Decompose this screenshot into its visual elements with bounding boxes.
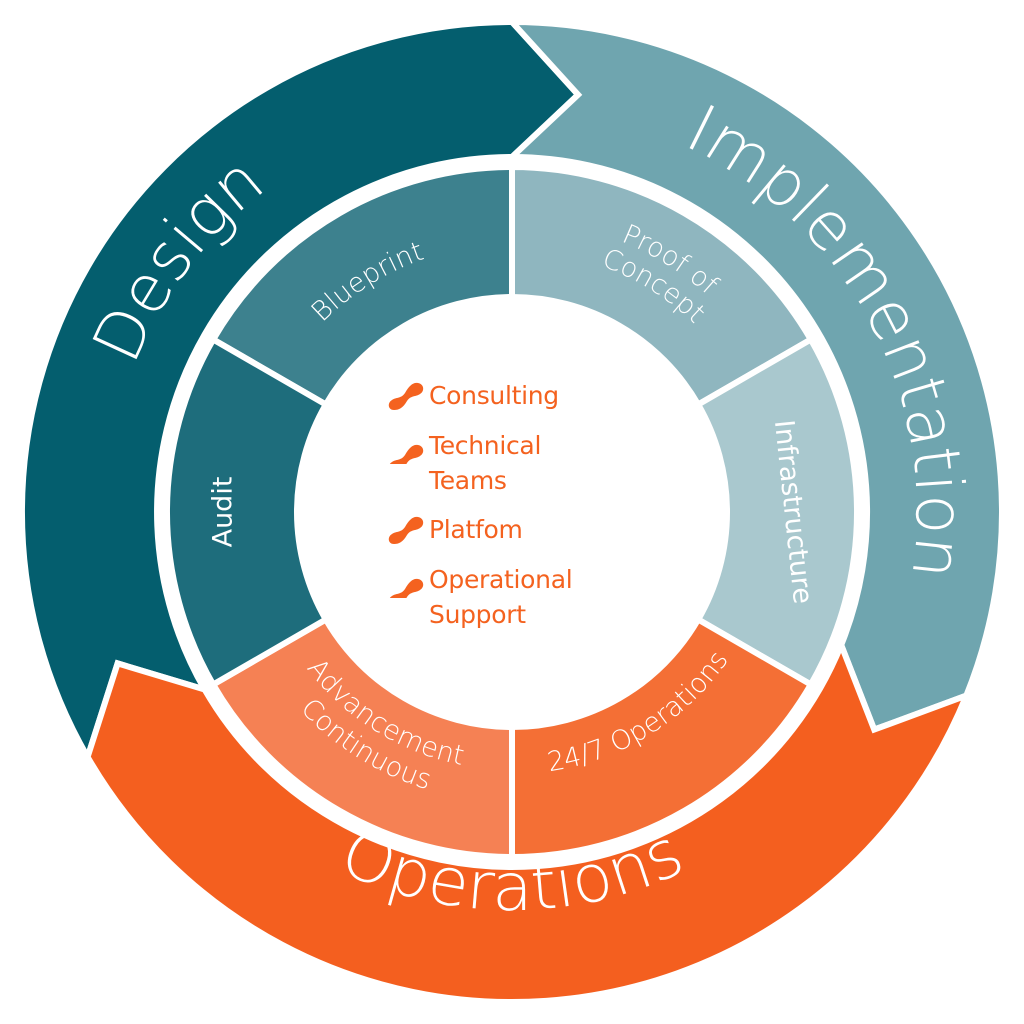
stage-segment-blueprint: [209, 163, 515, 409]
inner-stage-ring: [159, 159, 865, 865]
ring-gap: [159, 159, 865, 865]
stage-segment-audit: [163, 335, 330, 689]
center-item-label: Operational Support: [429, 565, 573, 629]
center-item-operational-support: Operational Support: [385, 562, 645, 632]
infinity-loop-icon: [389, 578, 424, 598]
outer-phase-ring: [18, 18, 1005, 1006]
phase-arrow-operations: [84, 636, 972, 1006]
center-item-consulting: Consulting: [385, 378, 645, 414]
phase-arrow-design: [18, 18, 583, 765]
center-item-label: Platfom: [429, 515, 523, 544]
stage-segment-infrastructure: [694, 335, 861, 689]
phase-arrow-implementation: [504, 18, 1005, 734]
center-item-label: Technical Teams: [429, 431, 542, 495]
stage-label-audit: Audit: [208, 477, 239, 548]
center-item-label: Consulting: [429, 381, 559, 410]
stage-segment-ops-247: [509, 615, 815, 861]
infinity-loop-icon: [389, 444, 424, 464]
stage-segment-continuous-advancement: [209, 615, 515, 861]
infinity-loop-icon: [388, 516, 424, 544]
infinity-loop-icon: [388, 382, 424, 410]
stage-segment-proof-of-concept: [509, 163, 815, 409]
center-item-technical-teams: Technical Teams: [385, 428, 645, 498]
center-service-list: Consulting Technical Teams Platfom Opera…: [385, 378, 645, 646]
center-item-platform: Platfom: [385, 512, 645, 548]
